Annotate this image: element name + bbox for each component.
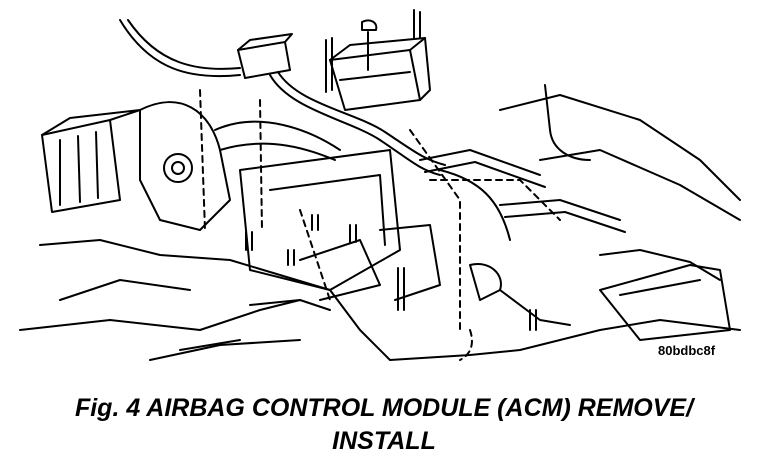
tunnel-round-boss	[163, 153, 193, 183]
hidden-line	[409, 129, 461, 331]
acm-support-bracket	[239, 149, 401, 291]
lower-sensor-connector	[469, 263, 502, 301]
right-floor-panel	[599, 264, 731, 341]
mounting-stud	[413, 9, 421, 39]
overhead-cable	[119, 19, 241, 78]
floor-rib	[419, 149, 541, 176]
floor-pan-outline	[39, 239, 741, 361]
tunnel-hump	[139, 101, 231, 231]
module-connector	[237, 41, 291, 79]
caption-line-1: Fig. 4 AIRBAG CONTROL MODULE (ACM) REMOV…	[74, 394, 694, 422]
acm-line-drawing	[19, 9, 741, 361]
caption-line-2: INSTALL	[332, 427, 436, 455]
figure-reference-code: 80bdbc8f	[658, 343, 716, 358]
figure-caption: Fig. 4 AIRBAG CONTROL MODULE (ACM) REMOV…	[0, 392, 768, 458]
left-mount-bracket	[41, 119, 121, 213]
wiring-harness	[269, 74, 441, 176]
